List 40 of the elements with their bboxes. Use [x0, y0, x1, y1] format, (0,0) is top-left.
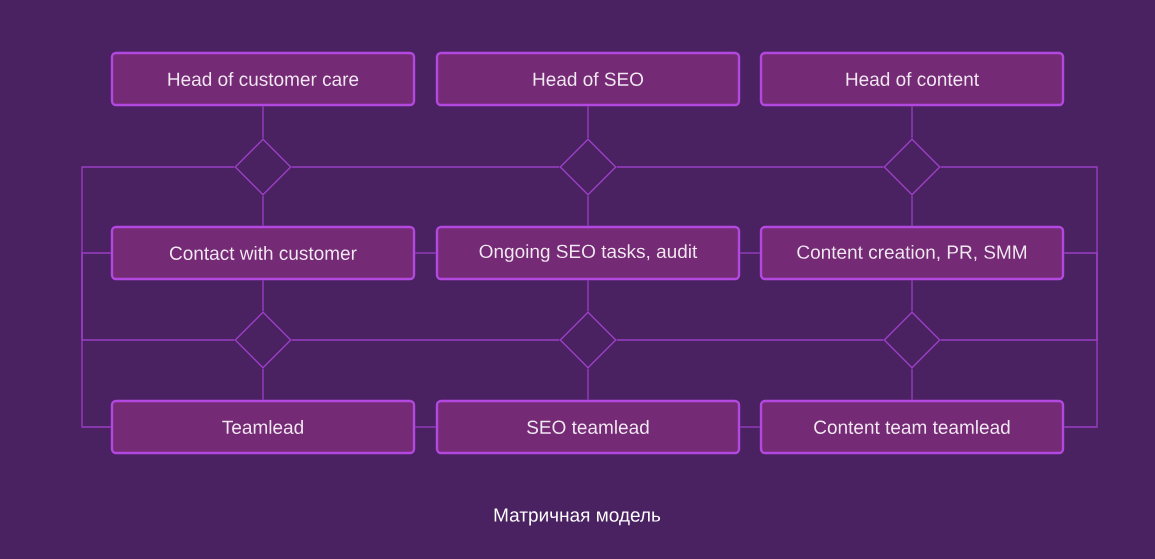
caption: Матричная модель [494, 508, 661, 526]
connector-line [911, 368, 913, 401]
connector-line [414, 252, 437, 254]
role-box: Content creation, PR, SMM [759, 225, 1065, 281]
connector-line [587, 105, 589, 139]
decision-diamond [883, 138, 941, 196]
decision-diamond [883, 311, 941, 369]
connector-line [911, 105, 913, 139]
connector-line [81, 252, 235, 341]
connector-line [291, 339, 560, 341]
connector-line [911, 279, 913, 312]
connector-line [262, 195, 264, 227]
connector-line [587, 279, 589, 312]
role-box: Teamlead [110, 399, 416, 455]
connector-line [940, 252, 1098, 341]
connector-line [739, 426, 761, 428]
role-box: Content team teamlead [759, 399, 1065, 455]
connector-line [587, 368, 589, 401]
decision-diamond [559, 311, 617, 369]
decision-diamond [234, 138, 292, 196]
role-box: Head of content [759, 51, 1065, 107]
decision-diamond [559, 138, 617, 196]
role-box: SEO teamlead [435, 399, 741, 455]
connector-line [291, 166, 560, 168]
connector-line [616, 339, 884, 341]
connector-line [414, 426, 437, 428]
role-box: Head of customer care [110, 51, 416, 107]
connector-line [940, 166, 1098, 428]
role-box: Contact with customer [110, 225, 416, 281]
role-box: Ongoing SEO tasks, audit [435, 225, 741, 281]
connector-line [587, 195, 589, 227]
connector-line [616, 166, 884, 168]
connector-line [911, 195, 913, 227]
decision-diamond [234, 311, 292, 369]
connector-line [262, 105, 264, 139]
connector-line [262, 368, 264, 401]
connector-line [262, 279, 264, 312]
connector-line [739, 252, 761, 254]
connector-line [81, 166, 235, 428]
role-box: Head of SEO [435, 51, 741, 107]
